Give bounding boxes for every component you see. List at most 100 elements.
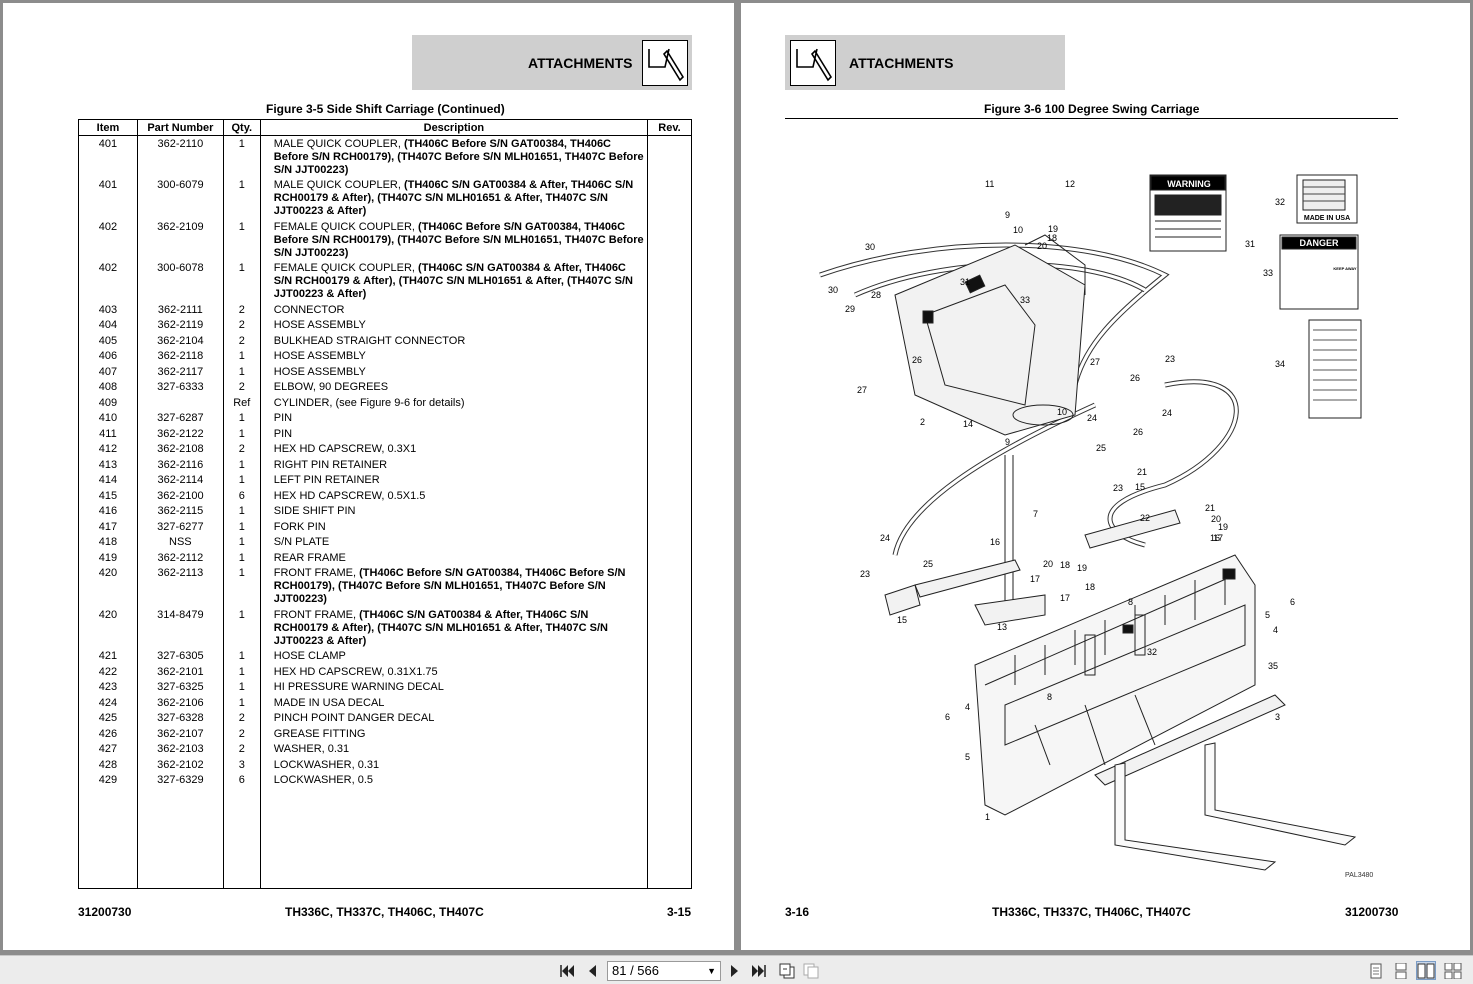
description-cell: FORK PIN	[259, 519, 649, 535]
description-cell: SIDE SHIFT PIN	[259, 503, 649, 519]
single-page-view-button[interactable]	[1366, 961, 1386, 980]
description-text: PIN	[273, 427, 293, 440]
description-text: REAR FRAME	[273, 551, 346, 564]
callout-number: 13	[997, 622, 1007, 632]
item-cell: 420	[78, 607, 138, 649]
item-cell: 402	[78, 219, 138, 261]
callout-number: 8	[1047, 692, 1052, 702]
callout-number: 21	[1205, 503, 1215, 513]
description-text: GREASE FITTING	[273, 727, 366, 740]
qty-cell: 2	[222, 302, 261, 318]
item-cell: 429	[78, 772, 138, 788]
callout-number: 18	[1085, 582, 1095, 592]
callout-number: 5	[1265, 610, 1270, 620]
item-cell: 426	[78, 726, 138, 742]
footer-models: TH336C, TH337C, TH406C, TH407C	[992, 905, 1191, 919]
item-cell: 423	[78, 679, 138, 695]
qty-cell: 1	[222, 177, 261, 219]
rev-cell	[647, 410, 692, 426]
attachment-tool-icon	[642, 39, 689, 86]
description-cell: PINCH POINT DANGER DECAL	[259, 710, 649, 726]
last-page-button[interactable]	[749, 961, 769, 980]
svg-text:DANGER: DANGER	[1299, 238, 1339, 248]
rev-cell	[647, 364, 692, 380]
description-text: FRONT FRAME,	[273, 608, 360, 621]
description-cell: FEMALE QUICK COUPLER, (TH406C Before S/N…	[259, 219, 649, 261]
description-cell: HEX HD CAPSCREW, 0.31X1.75	[259, 664, 649, 680]
facing-view-button[interactable]	[1416, 961, 1436, 980]
part-number-cell: 362-2119	[136, 317, 224, 333]
qty-cell: 1	[222, 519, 261, 535]
rev-cell	[647, 519, 692, 535]
part-number-cell: 362-2106	[136, 695, 224, 711]
callout-number: 34	[1275, 359, 1285, 369]
part-number-cell: 362-2109	[136, 219, 224, 261]
description-text: PIN	[273, 412, 293, 424]
chevron-down-icon: ▼	[707, 966, 716, 976]
part-number-cell: NSS	[136, 534, 224, 550]
next-view-icon	[803, 963, 819, 978]
rev-cell	[647, 565, 692, 607]
description-cell: FEMALE QUICK COUPLER, (TH406C S/N GAT003…	[259, 260, 649, 302]
page-number-select[interactable]: 81 / 566 ▼	[607, 961, 721, 981]
rev-cell	[647, 472, 692, 488]
callout-number: 9	[1005, 437, 1010, 447]
next-view-button[interactable]	[801, 961, 821, 980]
callout-number: 31	[960, 277, 970, 287]
qty-cell: 2	[222, 741, 261, 757]
part-number-cell: 362-2102	[136, 757, 224, 773]
qty-cell: 1	[222, 348, 261, 364]
description-cell: MADE IN USA DECAL	[259, 695, 649, 711]
previous-view-button[interactable]	[777, 961, 797, 980]
callout-number: 5	[965, 752, 970, 762]
description-cell: LOCKWASHER, 0.31	[259, 757, 649, 773]
qty-cell: 1	[222, 135, 261, 178]
svg-text:MADE IN USA: MADE IN USA	[1304, 215, 1350, 222]
callout-number: 12	[1065, 179, 1075, 189]
description-text: LEFT PIN RETAINER	[273, 474, 380, 486]
rev-cell	[647, 333, 692, 349]
item-cell: 405	[78, 333, 138, 349]
continuous-view-button[interactable]	[1391, 961, 1411, 980]
callout-number: 20	[1037, 241, 1047, 251]
rev-cell	[647, 679, 692, 695]
part-number-cell: 362-2101	[136, 664, 224, 680]
item-cell: 421	[78, 648, 138, 664]
svg-text:KEEP AWAY: KEEP AWAY	[1333, 266, 1357, 271]
callout-number: 10	[1013, 225, 1023, 235]
item-cell: 408	[78, 379, 138, 395]
continuous-facing-view-button[interactable]	[1443, 961, 1463, 980]
description-text: HOSE CLAMP	[273, 650, 346, 662]
next-page-button[interactable]	[725, 961, 745, 980]
qty-cell: 2	[222, 333, 261, 349]
qty-cell: 1	[222, 410, 261, 426]
description-text: RIGHT PIN RETAINER	[273, 458, 388, 471]
prev-page-button[interactable]	[582, 961, 602, 980]
part-number-cell: 362-2112	[136, 550, 224, 566]
description-text: LOCKWASHER, 0.5	[273, 774, 373, 786]
description-cell: FRONT FRAME, (TH406C Before S/N GAT00384…	[259, 565, 649, 607]
rev-cell	[647, 395, 692, 411]
callout-number: 32	[1147, 647, 1157, 657]
callout-number: 19	[1048, 224, 1058, 234]
swing-carriage-diagram: WARNING HIGH PRESSURE FLUID HAZARD MADE …	[819, 174, 1373, 879]
qty-cell: 1	[222, 219, 261, 261]
svg-text:HIGH PRESSURE FLUID HAZARD: HIGH PRESSURE FLUID HAZARD	[1157, 215, 1221, 220]
part-number-cell: 362-2116	[136, 457, 224, 473]
item-cell: 418	[78, 534, 138, 550]
qty-cell: 1	[222, 648, 261, 664]
callout-number: 18	[1047, 233, 1057, 243]
first-page-button[interactable]	[557, 961, 577, 980]
rev-cell	[647, 695, 692, 711]
description-cell: CYLINDER, (see Figure 9-6 for details)	[259, 395, 649, 411]
description-cell: HOSE ASSEMBLY	[259, 364, 649, 380]
document-viewer[interactable]: ATTACHMENTS Figure 3-5 Side Shift Carria…	[0, 0, 1473, 955]
callout-number: 32	[1275, 197, 1285, 207]
description-cell: PIN	[259, 426, 649, 442]
callout-number: 27	[1090, 357, 1100, 367]
